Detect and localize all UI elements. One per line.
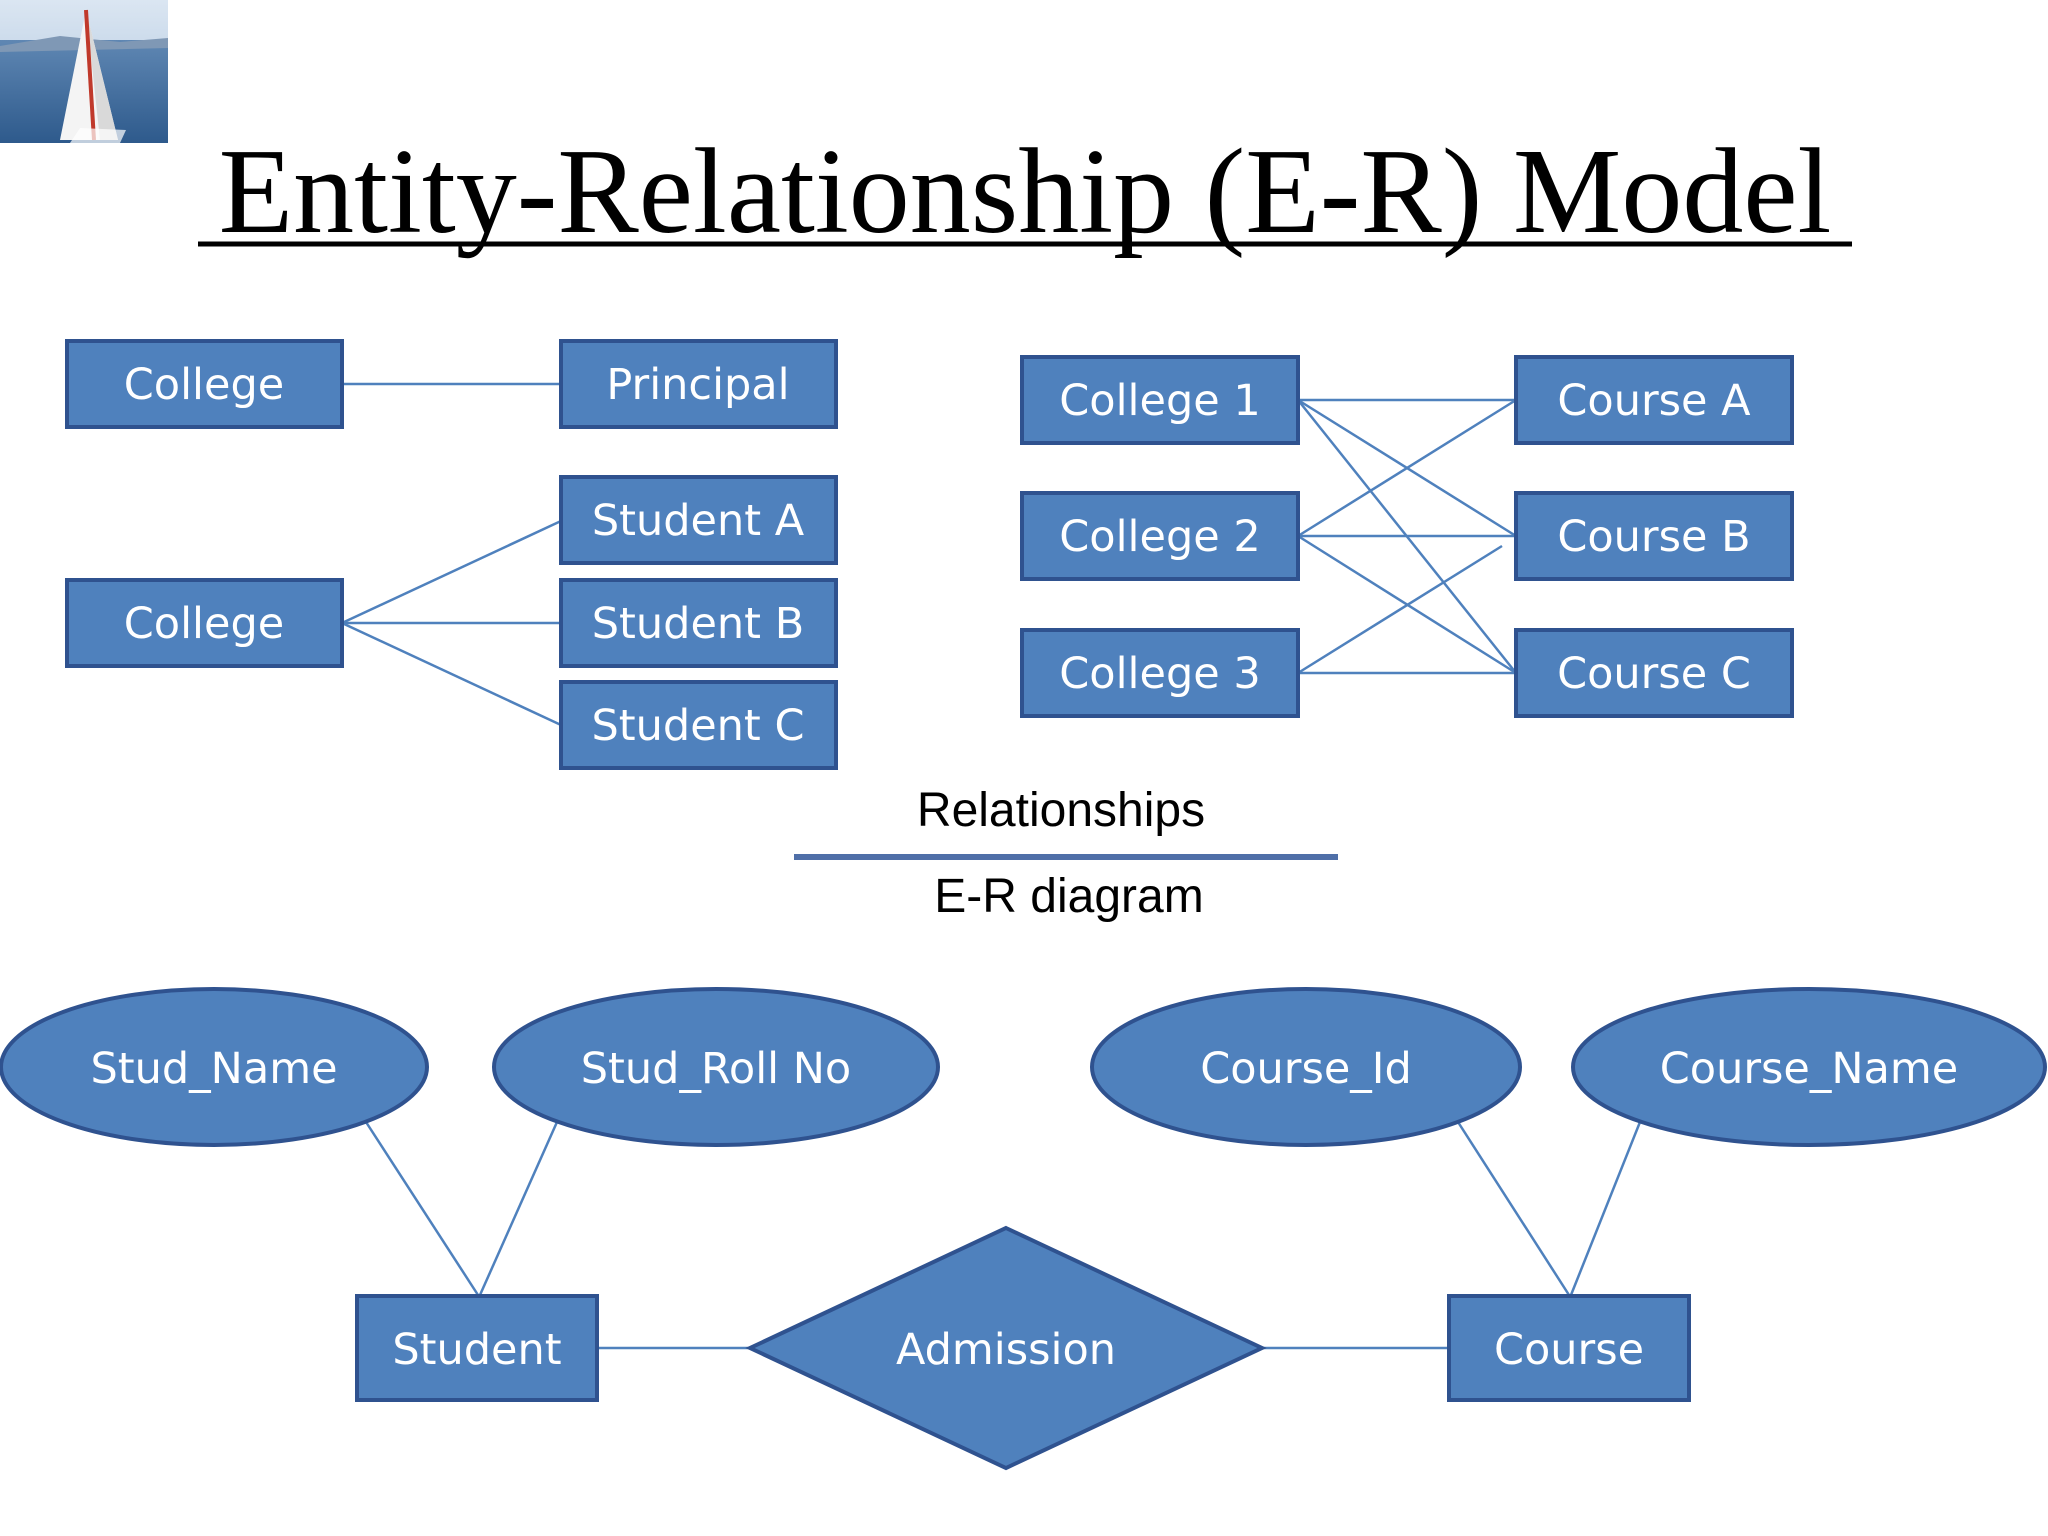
connector-stud-name-student [364, 1121, 480, 1296]
entity-college-one-to-many: College [65, 578, 344, 668]
attribute-stud-name: Stud_Name [0, 987, 429, 1147]
entity-label: Course [1494, 1325, 1644, 1375]
attribute-course-name: Course_Name [1571, 987, 2047, 1147]
page-title: Entity-Relationship (E-R) Model [219, 124, 1832, 259]
attribute-label: Course_Id [1200, 1044, 1412, 1094]
entity-course-c: Course C [1514, 628, 1794, 718]
entity-student-c: Student C [559, 680, 838, 770]
er-diagram-caption: E-R diagram [934, 870, 1203, 923]
relationship-label: Admission [896, 1325, 1116, 1375]
attribute-label: Course_Name [1660, 1044, 1958, 1094]
entity-label: Student A [592, 496, 805, 546]
entity-label: College 2 [1059, 512, 1260, 562]
relationships-caption: Relationships [917, 784, 1205, 837]
entity-college-1: College 1 [1020, 355, 1300, 445]
relationship-connectors [341, 382, 1517, 727]
connector-course-name-course [1569, 1121, 1642, 1296]
entity-student-b: Student B [559, 578, 838, 668]
entity-college-2: College 2 [1020, 491, 1300, 581]
entity-label: College [124, 599, 284, 649]
connector-college2-course-a [1297, 398, 1517, 538]
er-connectors [364, 1121, 1642, 1350]
entity-label: Student [392, 1325, 561, 1375]
entity-course-b: Course B [1514, 491, 1794, 581]
entity-course: Course [1447, 1294, 1691, 1402]
entity-college-3: College 3 [1020, 628, 1300, 718]
entity-course-a: Course A [1514, 355, 1794, 445]
connector-college3-course-b [1297, 544, 1503, 675]
entity-label: Principal [606, 360, 789, 410]
entity-student: Student [355, 1294, 599, 1402]
connector-course-id-course [1456, 1121, 1571, 1296]
entity-label: Student C [592, 701, 805, 751]
sailboat-photo-icon [0, 0, 168, 143]
entity-label: College [124, 360, 284, 410]
connector-college-student-a [341, 519, 562, 625]
entity-label: College 1 [1059, 376, 1260, 426]
entity-label: Course C [1557, 649, 1751, 699]
entity-label: College 3 [1059, 649, 1260, 699]
entity-label: Course A [1557, 376, 1751, 426]
relationship-admission: Admission [745, 1225, 1267, 1471]
connector-college-student-c [341, 621, 562, 727]
attribute-label: Stud_Roll No [581, 1044, 852, 1094]
entity-label: Course B [1557, 512, 1750, 562]
attribute-course-id: Course_Id [1090, 987, 1522, 1147]
entity-student-a: Student A [559, 475, 838, 565]
connector-stud-roll-student [478, 1121, 559, 1296]
attribute-stud-roll-no: Stud_Roll No [492, 987, 940, 1147]
entity-principal: Principal [559, 339, 838, 429]
attribute-label: Stud_Name [90, 1044, 337, 1094]
entity-label: Student B [592, 599, 804, 649]
entity-college-one-to-one: College [65, 339, 344, 429]
